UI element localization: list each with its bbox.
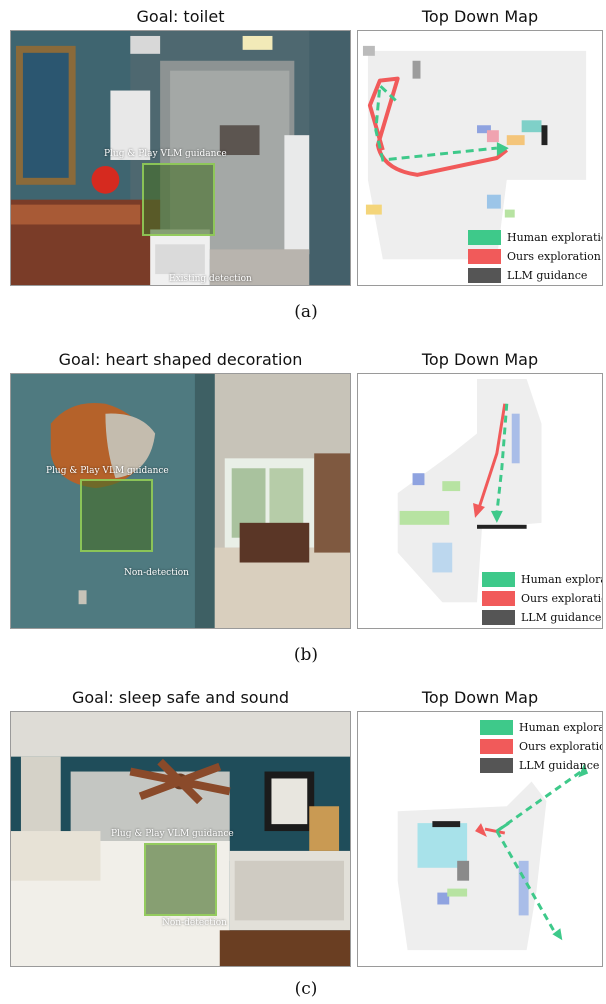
legend-swatch-llm-a xyxy=(468,268,501,283)
scene-image-b: Plug & Play VLM guidance Non-detection xyxy=(10,373,351,629)
legend-label-llm-a: LLM guidance xyxy=(507,269,588,282)
legend-label-human-c: Human exploration xyxy=(519,721,602,734)
goal-title-c: Goal: sleep safe and sound xyxy=(71,688,290,707)
top-down-map-a: Human exploration Ours exploration LLM g… xyxy=(357,30,603,286)
legend-llm-b: LLM guidance xyxy=(482,610,601,625)
legend-swatch-llm-b xyxy=(482,610,515,625)
top-down-map-b: Human exploration Ours exploration LLM g… xyxy=(357,373,603,629)
goal-title-b: Goal: heart shaped decoration xyxy=(58,350,303,369)
legend-label-llm-c: LLM guidance xyxy=(519,759,600,772)
legend-swatch-ours-c xyxy=(480,739,513,754)
goal-title-a: Goal: toilet xyxy=(136,7,225,26)
legend-label-llm-b: LLM guidance xyxy=(521,611,602,624)
legend-swatch-ours-b xyxy=(482,591,515,606)
legend-human-b: Human exploration xyxy=(482,572,602,587)
vlm-guidance-label-c: Plug & Play VLM guidance xyxy=(111,829,234,839)
vlm-guidance-box-a xyxy=(142,163,215,236)
map-title-c: Top Down Map xyxy=(421,688,539,707)
legend-ours-a: Ours exploration xyxy=(468,249,601,264)
vlm-guidance-box-c xyxy=(144,843,217,916)
scene-image-c: Plug & Play VLM guidance Non-detection xyxy=(10,711,351,967)
legend-human-c: Human exploration xyxy=(480,720,602,735)
scene-image-a: Plug & Play VLM guidance Existing detect… xyxy=(10,30,351,286)
legend-swatch-llm-c xyxy=(480,758,513,773)
legend-label-ours-a: Ours exploration xyxy=(507,250,601,263)
legend-human-a: Human exploration xyxy=(468,230,602,245)
legend-ours-c: Ours exploration xyxy=(480,739,602,754)
detection-label-b: Non-detection xyxy=(124,568,189,578)
legend-swatch-ours-a xyxy=(468,249,501,264)
legend-llm-c: LLM guidance xyxy=(480,758,599,773)
legend-label-ours-c: Ours exploration xyxy=(519,740,602,753)
legend-swatch-human-c xyxy=(480,720,513,735)
legend-swatch-human-a xyxy=(468,230,501,245)
legend-ours-b: Ours exploration xyxy=(482,591,602,606)
detection-label-a: Existing detection xyxy=(169,274,252,284)
map-title-a: Top Down Map xyxy=(421,7,539,26)
vlm-guidance-label-b: Plug & Play VLM guidance xyxy=(46,466,169,476)
legend-label-human-b: Human exploration xyxy=(521,573,602,586)
legend-label-human-a: Human exploration xyxy=(507,231,602,244)
caption-a: (a) xyxy=(294,302,318,322)
caption-b: (b) xyxy=(293,645,319,665)
top-down-map-c: Human exploration Ours exploration LLM g… xyxy=(357,711,603,967)
vlm-guidance-label-a: Plug & Play VLM guidance xyxy=(104,149,227,159)
map-title-b: Top Down Map xyxy=(421,350,539,369)
legend-label-ours-b: Ours exploration xyxy=(521,592,602,605)
caption-c: (c) xyxy=(294,979,318,999)
legend-llm-a: LLM guidance xyxy=(468,268,587,283)
legend-swatch-human-b xyxy=(482,572,515,587)
vlm-guidance-box-b xyxy=(80,479,153,552)
detection-label-c: Non-detection xyxy=(162,918,227,928)
